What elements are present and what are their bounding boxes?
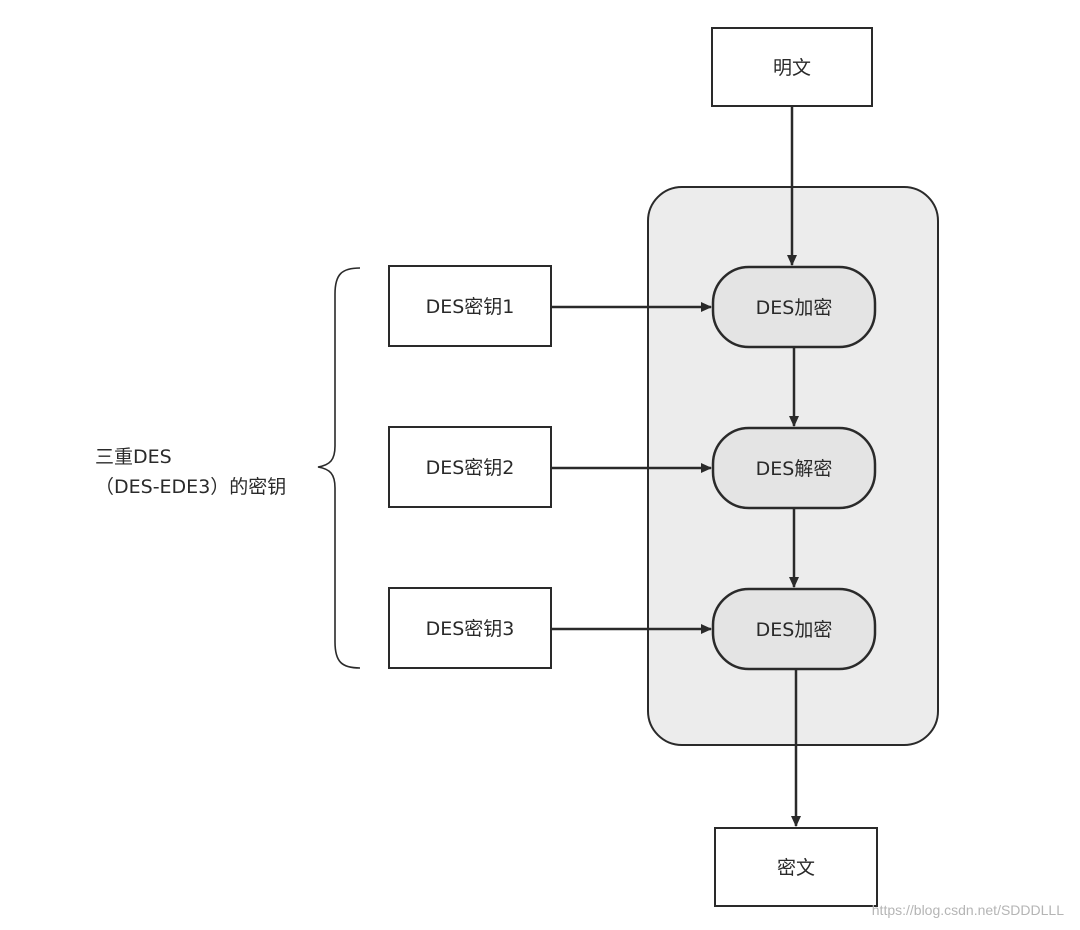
key2-node: DES密钥2 — [388, 426, 552, 508]
key-group-brace — [317, 267, 361, 669]
encrypt1-node: DES加密 — [711, 265, 877, 349]
triple-des-label-line1: 三重DES — [95, 446, 172, 468]
key1-node: DES密钥1 — [388, 265, 552, 347]
key2-label: DES密钥2 — [426, 457, 515, 479]
plaintext-label: 明文 — [773, 57, 811, 79]
encrypt1-label: DES加密 — [756, 297, 833, 319]
encrypt2-label: DES加密 — [756, 619, 833, 641]
key3-label: DES密钥3 — [426, 618, 515, 640]
ciphertext-node: 密文 — [714, 827, 878, 907]
triple-des-key-label: 三重DES （DES-EDE3）的密钥 — [95, 442, 286, 502]
ciphertext-label: 密文 — [777, 857, 815, 879]
decrypt-label: DES解密 — [756, 458, 833, 480]
key1-label: DES密钥1 — [426, 296, 515, 318]
encrypt2-node: DES加密 — [711, 587, 877, 671]
plaintext-node: 明文 — [711, 27, 873, 107]
triple-des-label-line2: （DES-EDE3）的密钥 — [95, 476, 287, 498]
key3-node: DES密钥3 — [388, 587, 552, 669]
source-watermark: https://blog.csdn.net/SDDDLLL — [871, 902, 1064, 918]
decrypt-node: DES解密 — [711, 426, 877, 510]
